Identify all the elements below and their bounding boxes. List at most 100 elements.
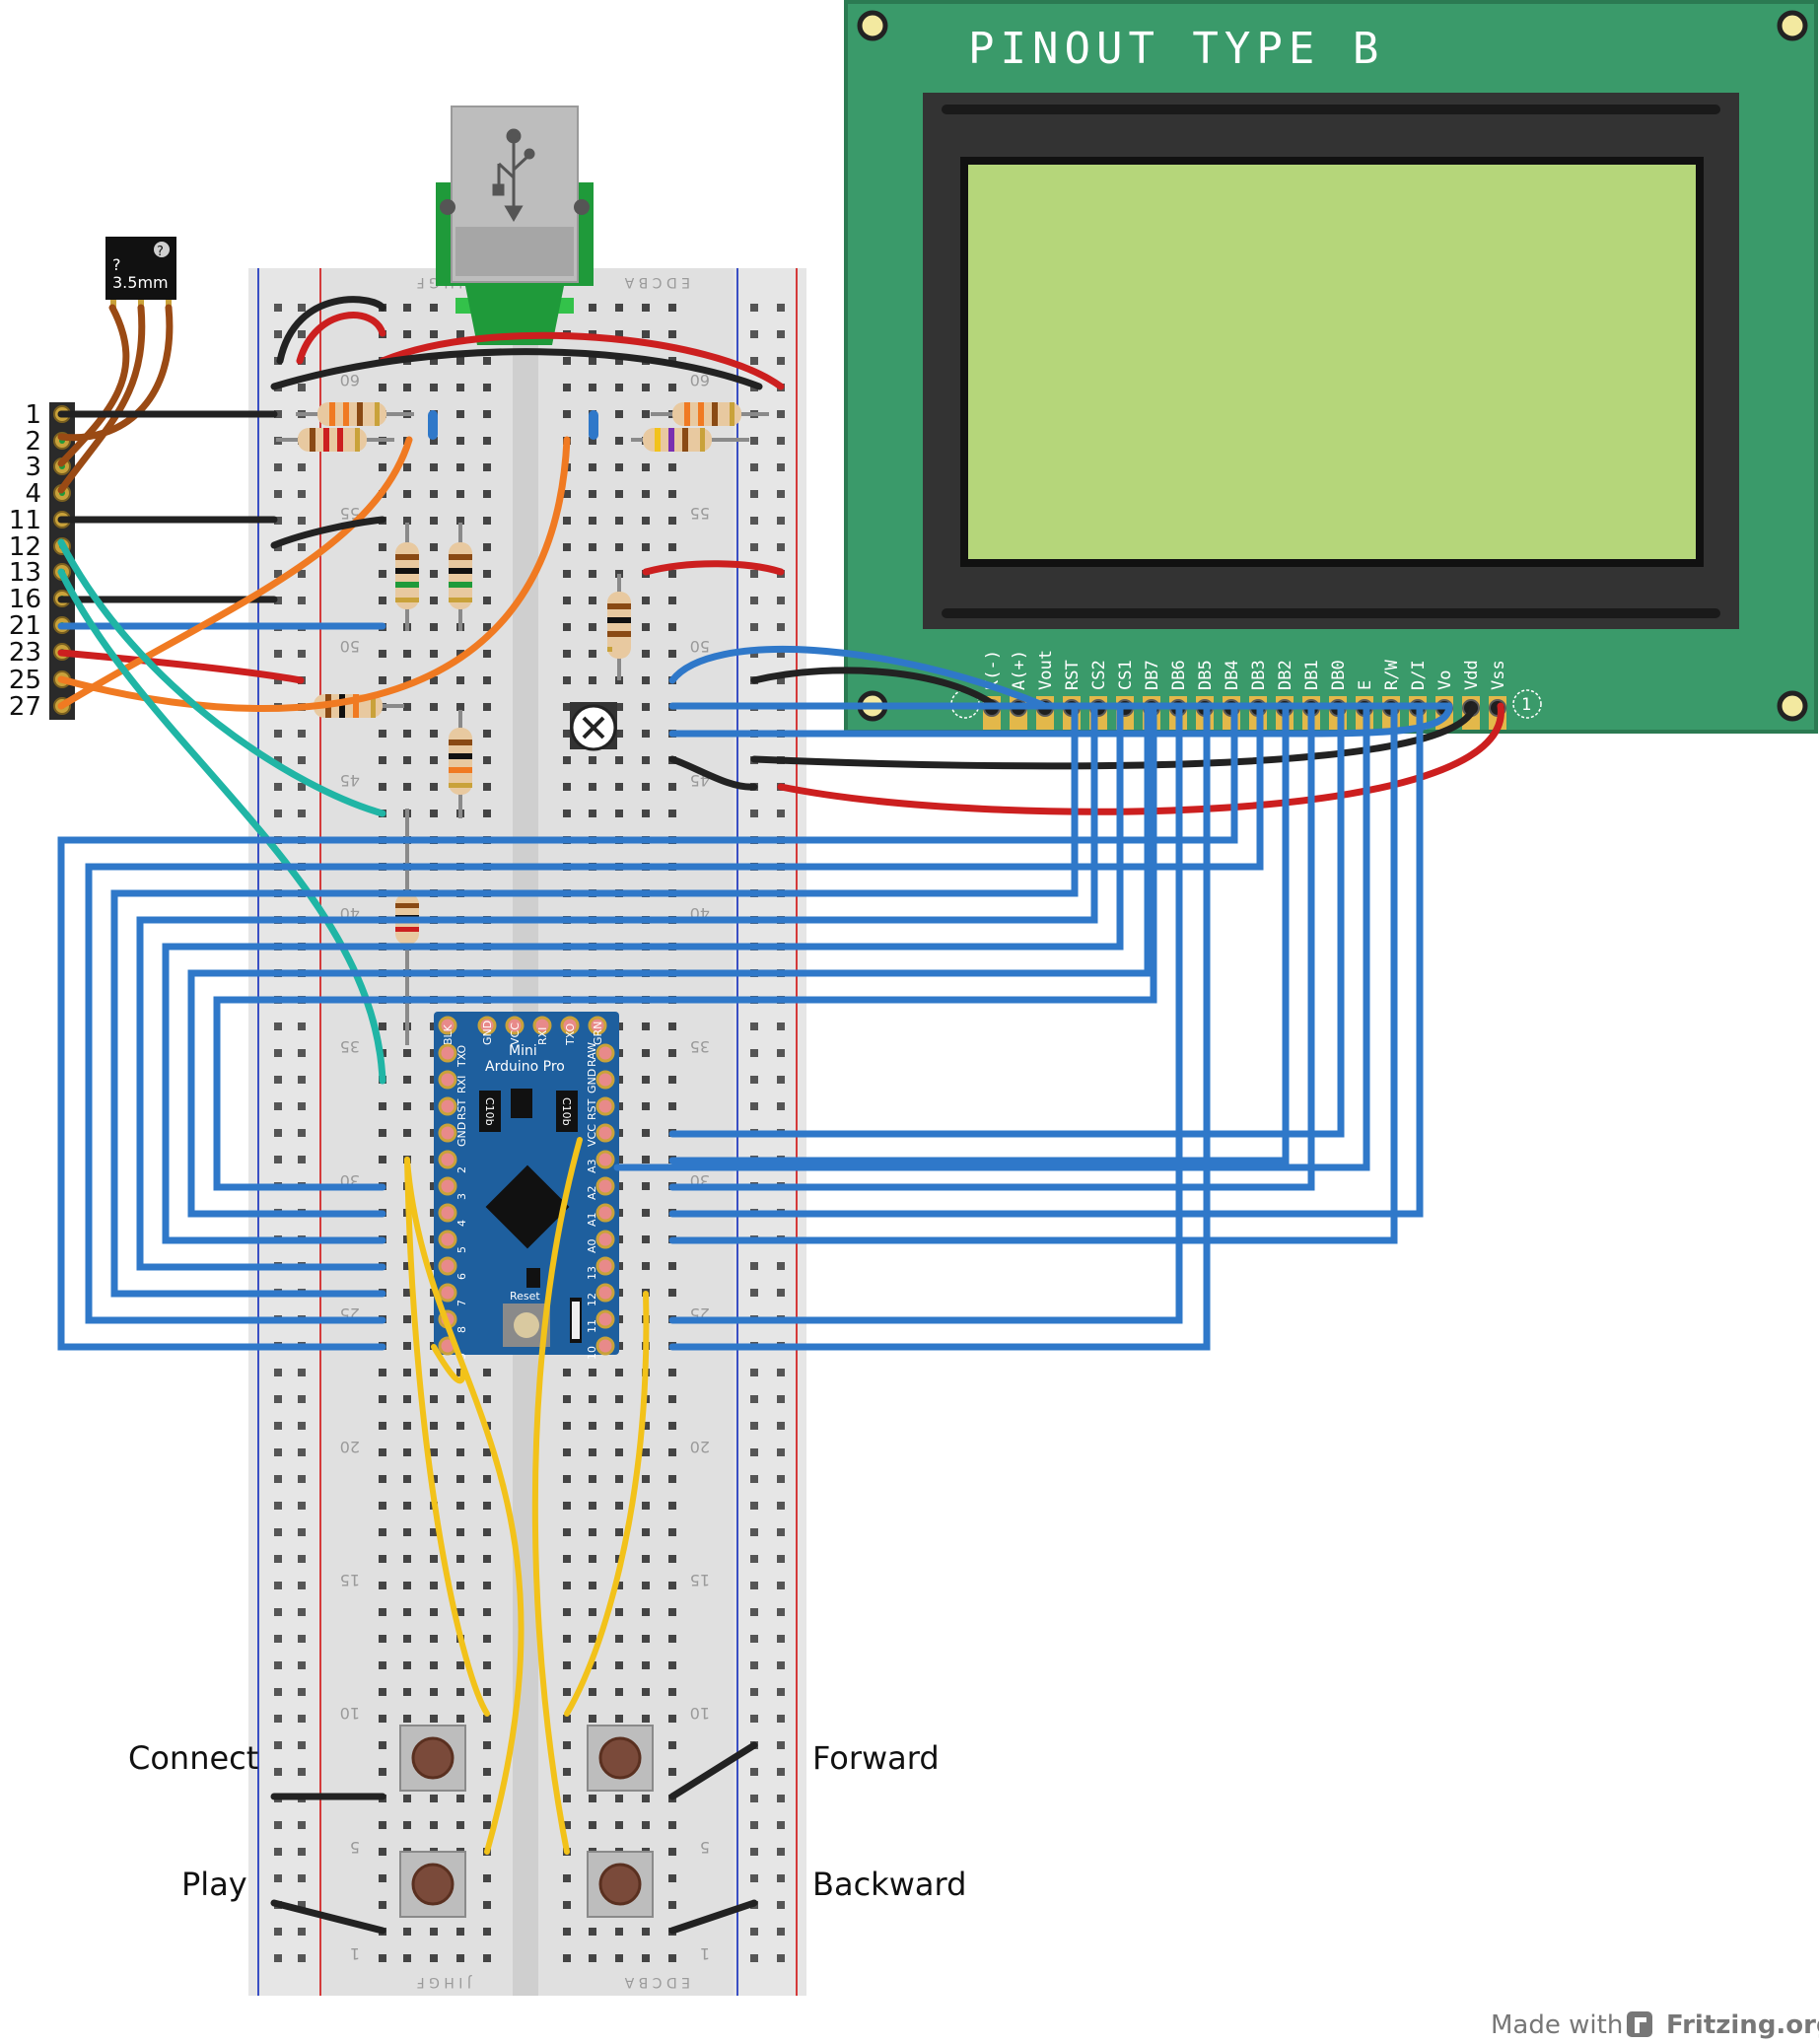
breadboard-hole: [777, 1475, 785, 1483]
lcd-pin-label: A(+): [1010, 650, 1029, 690]
breadboard-hole: [750, 1608, 758, 1616]
breadboard-hole: [403, 1315, 411, 1323]
breadboard-hole: [589, 1954, 596, 1962]
breadboard-hole: [668, 1582, 676, 1589]
breadboard-hole: [430, 384, 438, 391]
breadboard-hole: [483, 1608, 491, 1616]
breadboard-hole: [777, 1289, 785, 1297]
arduino-top-pin-label: TXO: [564, 1022, 577, 1046]
breadboard-hole: [274, 1582, 282, 1589]
arduino-reset-label: Reset: [510, 1290, 540, 1303]
arduino-left-pin-label: 2: [455, 1166, 468, 1173]
breadboard-hole: [274, 810, 282, 817]
breadboard-hole: [642, 756, 650, 764]
breadboard-hole: [403, 330, 411, 338]
connect-label: Connect: [128, 1739, 258, 1777]
arduino-left-pin: [438, 1256, 457, 1276]
header-pin-label: 1: [25, 400, 41, 430]
backward-button[interactable]: [587, 1851, 654, 1918]
breadboard-hole: [298, 543, 306, 551]
breadboard-hole: [642, 1528, 650, 1536]
breadboard-hole: [615, 1608, 623, 1616]
breadboard-hole: [483, 410, 491, 418]
breadboard-hole: [379, 384, 386, 391]
breadboard-hole: [456, 1661, 464, 1669]
arduino-right-pin: [595, 1070, 615, 1090]
breadboard-hole: [615, 1502, 623, 1510]
breadboard-hole: [563, 1369, 571, 1376]
breadboard-hole: [615, 517, 623, 525]
breadboard-hole: [298, 304, 306, 312]
connect-button[interactable]: [399, 1725, 466, 1792]
arduino-left-pin: [438, 1043, 457, 1063]
header-pin-label: 16: [9, 585, 41, 614]
breadboard-hole: [274, 1715, 282, 1723]
capacitor-c1: [428, 410, 438, 440]
breadboard-hole: [298, 1768, 306, 1776]
forward-label: Forward: [812, 1739, 940, 1777]
arduino-right-pin: [595, 1336, 615, 1356]
breadboard-hole: [298, 1821, 306, 1829]
breadboard-hole: [403, 1928, 411, 1936]
breadboard-hole: [379, 1502, 386, 1510]
breadboard-hole: [274, 1874, 282, 1882]
arduino-left-pin-label: 4: [455, 1220, 468, 1227]
breadboard-hole: [483, 1475, 491, 1483]
forward-button[interactable]: [587, 1725, 654, 1792]
breadboard-hole: [298, 490, 306, 498]
breadboard-row-number: 15: [340, 1571, 360, 1589]
play-button[interactable]: [399, 1851, 466, 1918]
lcd-pin-label: DB7: [1143, 660, 1162, 690]
breadboard-hole: [563, 1608, 571, 1616]
lcd-pin-label: DB4: [1223, 660, 1242, 690]
breadboard-hole: [642, 1102, 650, 1110]
breadboard-hole: [615, 703, 623, 711]
breadboard-hole: [642, 517, 650, 525]
lcd-title: PINOUT TYPE B: [968, 24, 1384, 74]
breadboard-hole: [668, 304, 676, 312]
breadboard-hole: [563, 1661, 571, 1669]
breadboard-hole: [274, 1422, 282, 1430]
breadboard-hole: [589, 650, 596, 658]
breadboard-hole: [456, 437, 464, 445]
breadboard-hole: [750, 623, 758, 631]
breadboard-hole: [563, 756, 571, 764]
arduino-left-pin-label: TXO: [455, 1044, 468, 1068]
wire-blue-bus-8: [668, 702, 1345, 1138]
breadboard-hole: [642, 1129, 650, 1137]
usb-pad-right: [558, 298, 574, 314]
breadboard-hole: [615, 437, 623, 445]
breadboard-hole: [430, 517, 438, 525]
breadboard-hole: [379, 570, 386, 578]
wire-red-top-1: [296, 312, 386, 365]
breadboard-hole: [403, 1608, 411, 1616]
breadboard-hole: [642, 1475, 650, 1483]
header-pin-label: 25: [9, 666, 41, 695]
breadboard-hole: [483, 597, 491, 604]
breadboard-hole: [777, 650, 785, 658]
breadboard-hole: [668, 1848, 676, 1856]
arduino-reset-knob[interactable]: [514, 1312, 539, 1338]
breadboard-hole: [298, 1369, 306, 1376]
lcd-pin-label: K(-): [983, 650, 1003, 690]
wire-blue-bus-2: [85, 702, 1264, 1324]
breadboard-hole: [563, 517, 571, 525]
breadboard-hole: [298, 570, 306, 578]
breadboard-hole: [483, 1954, 491, 1962]
resistor-r9: [449, 710, 472, 818]
breadboard-hole: [750, 1049, 758, 1057]
breadboard-hole: [403, 1049, 411, 1057]
breadboard-hole: [403, 1342, 411, 1350]
breadboard-hole: [298, 1874, 306, 1882]
breadboard-hole: [668, 1688, 676, 1696]
breadboard-hole: [379, 756, 386, 764]
breadboard-hole: [430, 1395, 438, 1403]
breadboard-row-number: 15: [690, 1571, 710, 1589]
breadboard-hole: [668, 517, 676, 525]
arduino-left-pin-label: RST: [455, 1098, 468, 1120]
arduino-left-pin-label: GND: [455, 1122, 468, 1147]
breadboard-hole: [615, 1954, 623, 1962]
breadboard-hole: [298, 1608, 306, 1616]
breadboard-hole: [615, 1422, 623, 1430]
